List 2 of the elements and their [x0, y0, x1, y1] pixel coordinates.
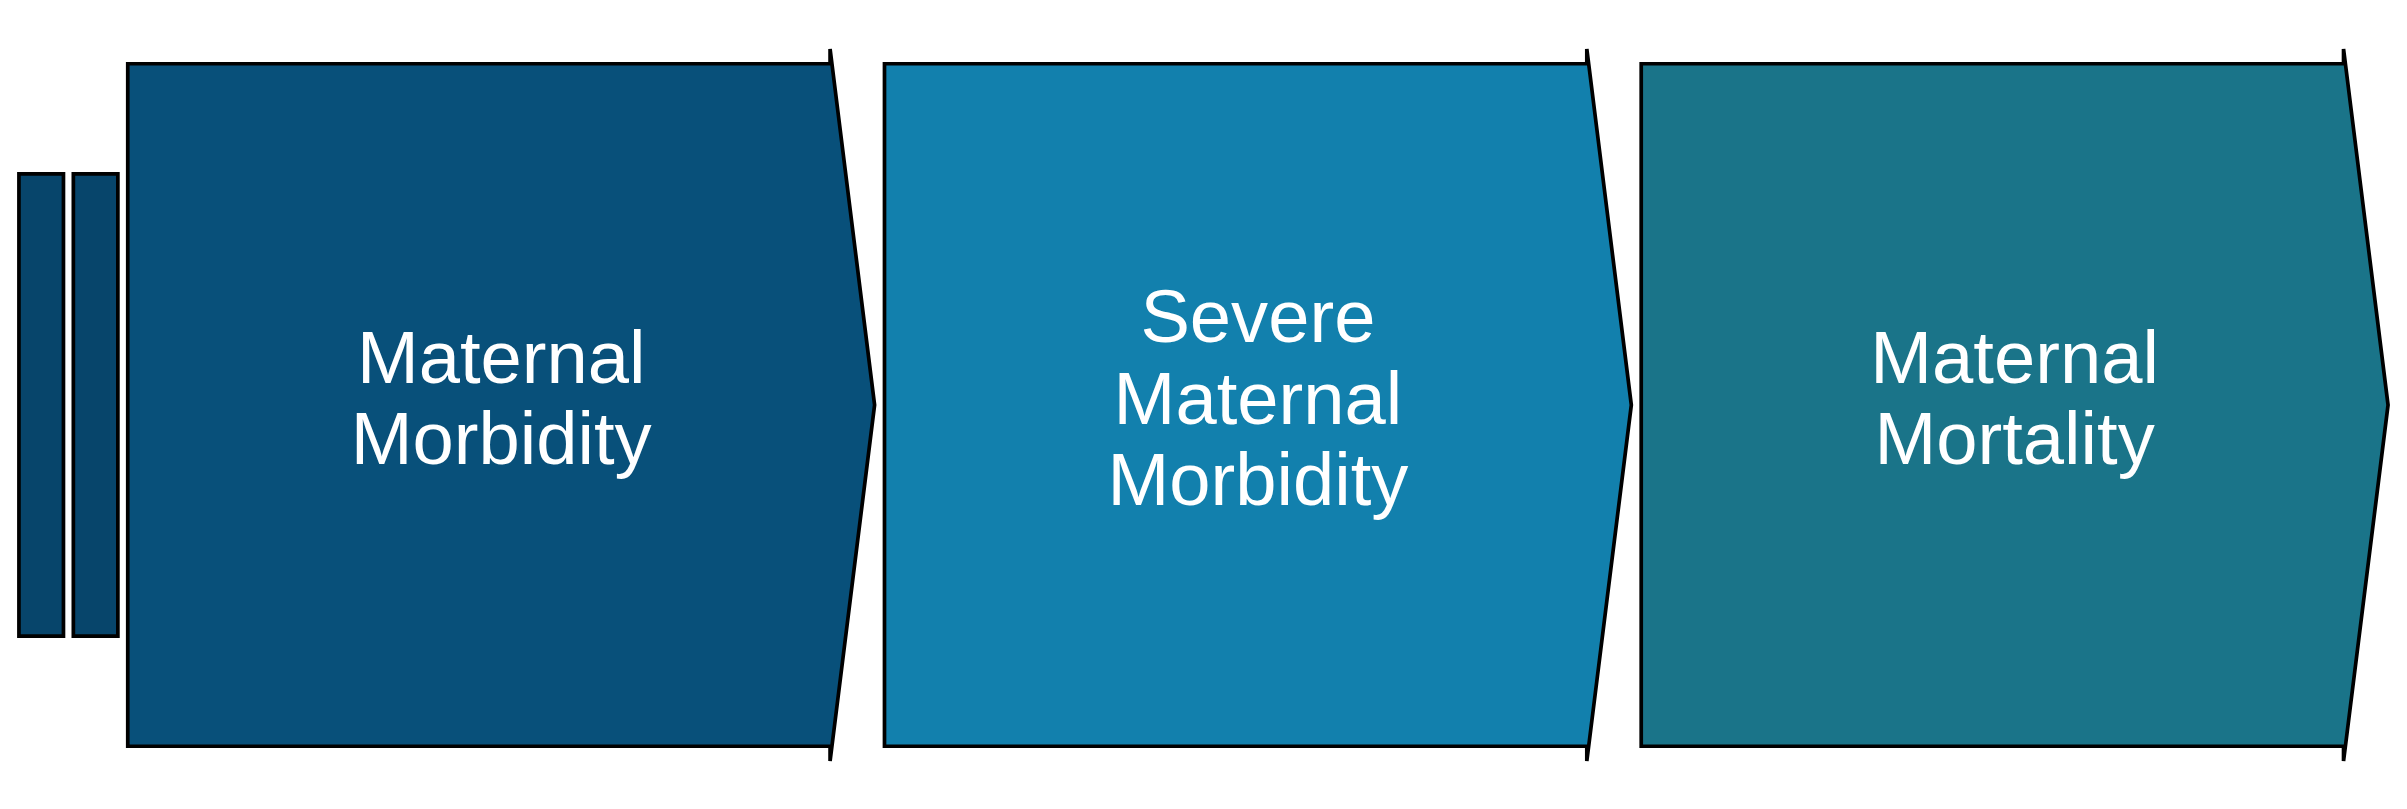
node-bar [71, 171, 120, 638]
node-bar [17, 171, 66, 638]
